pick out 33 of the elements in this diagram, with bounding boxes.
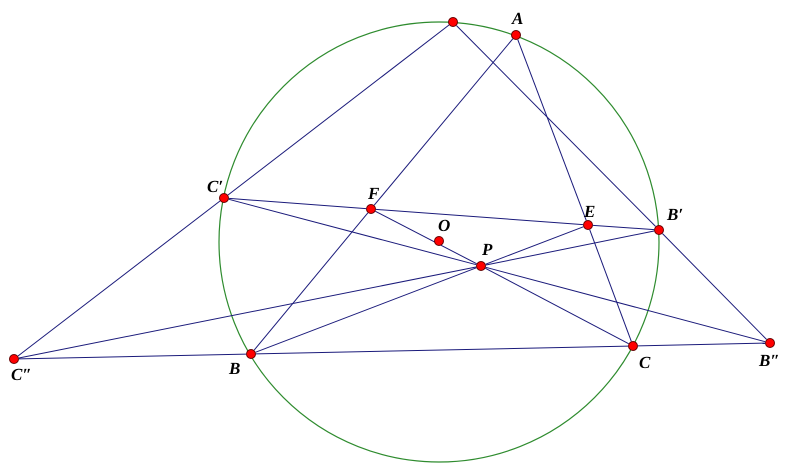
line-segment xyxy=(18,200,220,356)
line-segment xyxy=(255,267,477,353)
point-label: A xyxy=(512,10,524,27)
line-segment xyxy=(589,229,632,342)
line-segment xyxy=(638,342,766,346)
point-label: B′ xyxy=(667,206,684,223)
point-label: P xyxy=(482,241,492,258)
point-label: B xyxy=(229,360,240,377)
line-segment xyxy=(592,224,654,230)
line-segment xyxy=(456,25,656,227)
line-segment xyxy=(228,198,366,210)
line-segment xyxy=(374,210,478,264)
line-segment xyxy=(517,39,587,221)
line-segment xyxy=(485,230,655,266)
line-segment xyxy=(228,198,477,266)
point-label: C xyxy=(639,354,650,371)
line-segment xyxy=(18,266,477,358)
line-segment xyxy=(484,268,630,344)
line-segment xyxy=(256,346,628,354)
point-label: C″ xyxy=(11,366,32,383)
point-label: E xyxy=(584,203,596,220)
line-segment xyxy=(662,233,767,340)
line-segment xyxy=(376,208,584,226)
line-segment xyxy=(485,226,584,265)
line-segment xyxy=(374,38,514,206)
line-segment xyxy=(254,212,368,351)
line-segment xyxy=(228,24,450,196)
point-label: B″ xyxy=(759,352,780,369)
line-segment xyxy=(485,266,766,342)
point-label: O xyxy=(438,217,450,234)
line-segment xyxy=(18,354,246,360)
point-label: F xyxy=(368,185,380,202)
point-label: C′ xyxy=(207,178,224,195)
